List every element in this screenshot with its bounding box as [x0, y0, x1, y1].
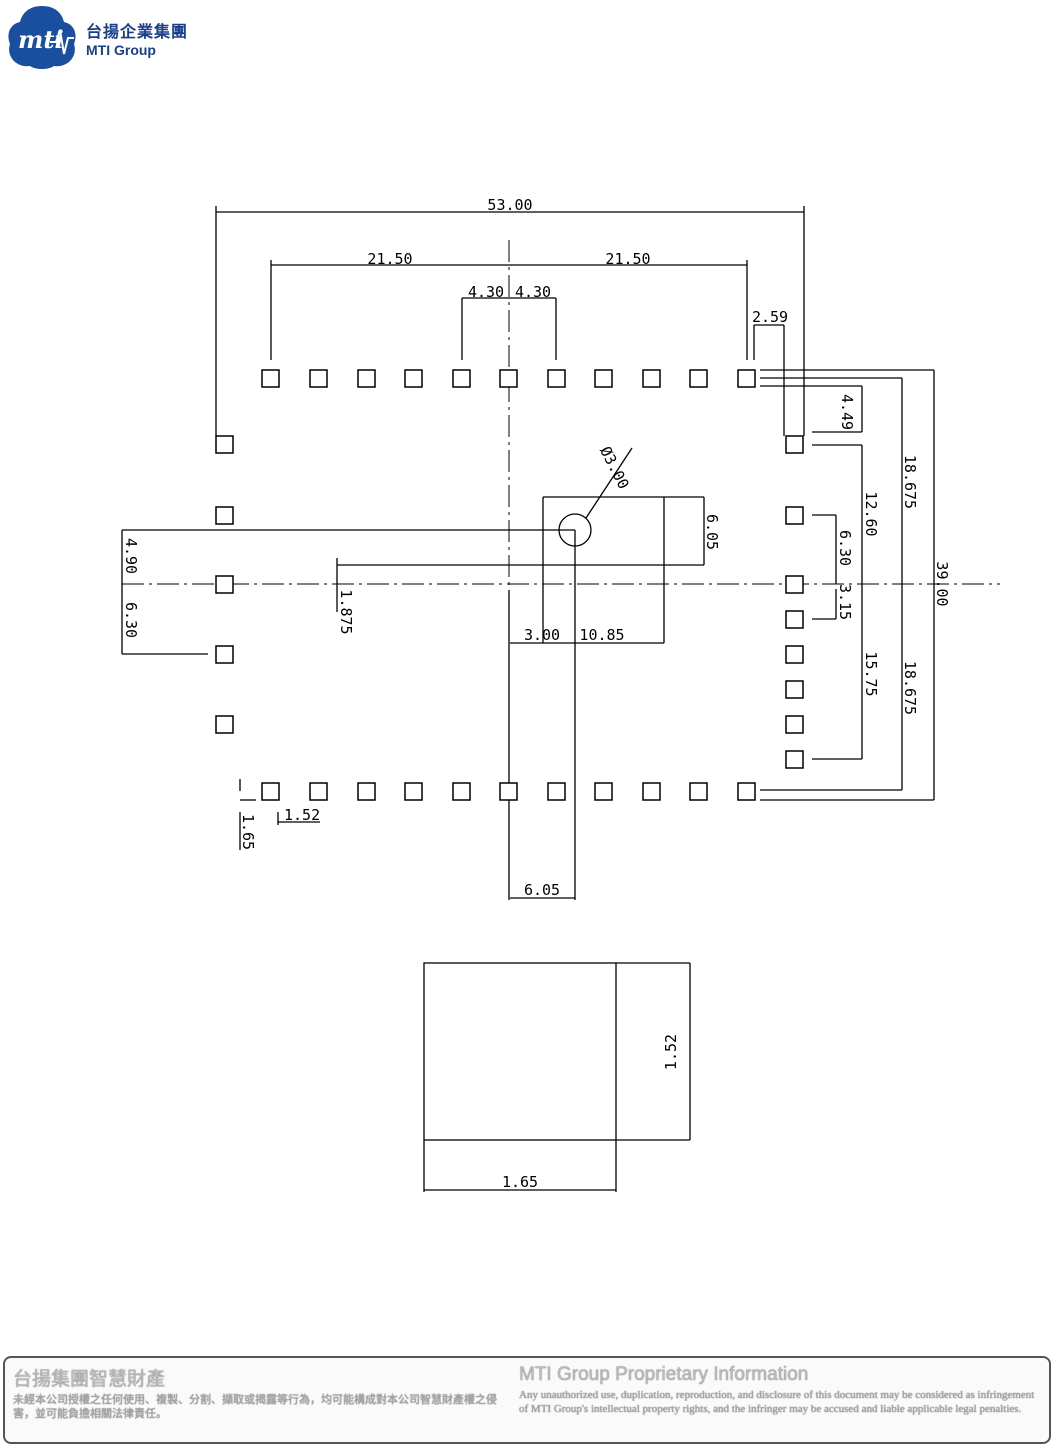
dimension-labels: 53.00 21.50 21.50 4.30 4.30 2.59 3.00 10…: [122, 196, 951, 899]
footer-cn-body: 未經本公司授權之任何使用、複製、分割、擷取或揭露等行為，均可能構成對本公司智慧財…: [13, 1394, 497, 1420]
pad-detail: [423, 962, 691, 1192]
proprietary-footer: 台揚集團智慧財產 未經本公司授權之任何使用、複製、分割、擷取或揭露等行為，均可能…: [3, 1356, 1051, 1444]
dim-rect-height: 6.05: [703, 514, 721, 550]
dim-side-span-lower: 15.75: [862, 651, 880, 696]
company-name-en: MTI Group: [86, 42, 156, 58]
dim-stem-width: 6.05: [524, 881, 560, 899]
dim-overall-width: 53.00: [487, 196, 532, 214]
dim-side-span-upper: 12.60: [862, 491, 880, 536]
detail-height-label: 1.52: [662, 1034, 680, 1070]
dim-corner-offset: 2.59: [752, 308, 788, 326]
dim-half-height-upper: 18.675: [901, 455, 919, 509]
footer-en-block: MTI Group Proprietary Information Any un…: [519, 1364, 1039, 1416]
dim-top-side-offset: 4.49: [838, 394, 856, 430]
dim-left-upper-offset: 4.90: [122, 538, 140, 574]
footer-cn-block: 台揚集團智慧財產 未經本公司授權之任何使用、複製、分割、擷取或揭露等行為，均可能…: [13, 1364, 513, 1421]
dim-total-height: 39.00: [933, 561, 951, 606]
dim-center-offset: 1.875: [337, 589, 355, 634]
dim-left-half: 21.50: [367, 250, 412, 268]
footer-en-title: MTI Group Proprietary Information: [519, 1364, 809, 1385]
dim-pad-pitch-left: 4.30: [468, 283, 504, 301]
dim-rect-width: 10.85: [579, 626, 624, 644]
dim-pad-pitch-right: 4.30: [515, 283, 551, 301]
dim-right-half: 21.50: [605, 250, 650, 268]
detail-width-label: 1.65: [502, 1173, 538, 1191]
dim-right-small: 3.15: [836, 584, 854, 620]
center-lines: [122, 240, 1000, 620]
dim-rect-left: 3.00: [524, 626, 560, 644]
header: mti 台揚企業集團 MTI Group: [6, 4, 266, 70]
footer-cn-title: 台揚集團智慧財產: [13, 1369, 166, 1390]
mti-logo: mti: [8, 6, 76, 69]
dim-hole-diameter: Ø3.00: [596, 444, 633, 492]
dimension-lines: [121, 206, 935, 900]
dim-half-height-lower: 18.675: [901, 661, 919, 715]
pads: [215, 369, 804, 801]
footer-en-body: Any unauthorized use, duplication, repro…: [519, 1389, 1035, 1415]
dim-pad-height: 1.65: [239, 814, 257, 850]
dim-right-mid: 6.30: [836, 530, 854, 566]
dim-pad-width: 1.52: [284, 806, 320, 824]
dim-left-lower-offset: 6.30: [122, 602, 140, 638]
company-name-cn: 台揚企業集團: [86, 22, 189, 41]
